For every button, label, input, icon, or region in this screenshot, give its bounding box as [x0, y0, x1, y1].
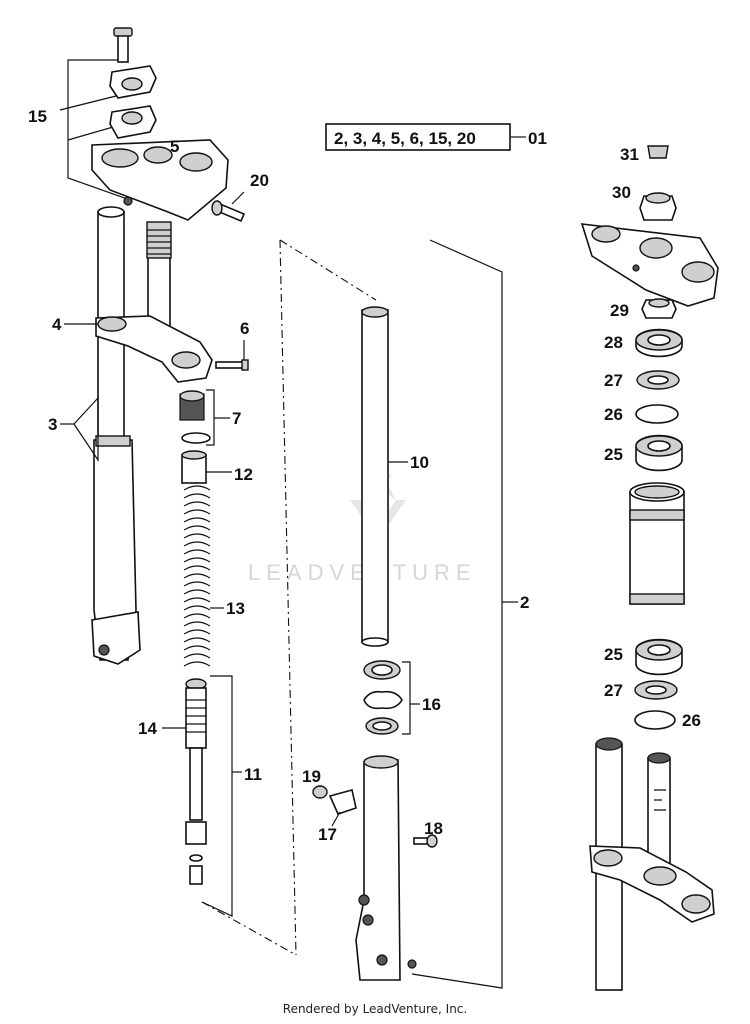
pinch-bolt-20 — [211, 200, 246, 223]
upper-triple-clamp-right — [580, 223, 719, 307]
label-13: 13 — [226, 599, 245, 618]
label-3: 3 — [48, 415, 57, 434]
kit-parts: 2, 3, 4, 5, 6, 15, 20 — [334, 129, 476, 148]
label-28: 28 — [604, 333, 623, 352]
seal-kit-16 — [363, 660, 403, 735]
kit-callout: 2, 3, 4, 5, 6, 15, 20 01 — [325, 123, 547, 151]
label-14: 14 — [138, 719, 157, 738]
label-25-lower: 25 — [604, 645, 623, 664]
washer-28 — [635, 328, 683, 358]
handlebar-clamp-upper — [109, 65, 157, 99]
bracket-11 — [201, 675, 233, 917]
outer-fork-leg — [355, 755, 417, 981]
watermark-text: LEADVENTURE — [248, 560, 477, 585]
label-18: 18 — [424, 819, 443, 838]
label-26-lower: 26 — [682, 711, 701, 730]
bolt-18 — [413, 834, 438, 848]
label-27: 27 — [604, 371, 623, 390]
footer-credit: Rendered by LeadVenture, Inc. — [282, 1002, 468, 1016]
label-20: 20 — [250, 171, 269, 190]
lower-triple-clamp-assembly — [589, 737, 715, 991]
washer-27-bottom — [634, 680, 678, 700]
oring-26 — [635, 404, 679, 424]
bracket-15 — [67, 59, 131, 201]
label-11: 11 — [244, 765, 262, 784]
pinch-bolt-6 — [215, 359, 249, 371]
label-7: 7 — [232, 409, 241, 428]
label-10: 10 — [410, 453, 429, 472]
callouts: 15 5 20 4 6 3 7 12 13 14 11 10 2 16 19 1… — [28, 107, 701, 844]
label-5: 5 — [170, 137, 179, 156]
steering-stem-tube — [629, 482, 685, 605]
handlebar-clamp-lower — [109, 105, 157, 139]
label-29: 29 — [610, 301, 629, 320]
label-2: 2 — [520, 593, 529, 612]
label-6: 6 — [240, 319, 249, 338]
label-17: 17 — [318, 825, 337, 844]
label-30: 30 — [612, 183, 631, 202]
bearing-25-bottom — [635, 638, 683, 676]
oring-26-bottom — [634, 710, 676, 730]
kit-box — [325, 123, 511, 151]
label-15: 15 — [28, 107, 47, 126]
clamp-17 — [328, 789, 357, 815]
bracket-3 — [73, 396, 99, 462]
dashed-guide-top — [279, 239, 377, 301]
label-4: 4 — [52, 315, 62, 334]
label-12: 12 — [234, 465, 253, 484]
label-26: 26 — [604, 405, 623, 424]
damper-rod — [185, 678, 207, 885]
bracket-16 — [402, 661, 411, 735]
label-31: 31 — [620, 145, 639, 164]
fork-spring — [183, 485, 211, 676]
washer-27 — [636, 370, 680, 390]
nut-30 — [639, 192, 677, 221]
nut-29 — [641, 298, 677, 319]
dashed-guide-left — [279, 239, 297, 956]
fork-assembly-left — [91, 206, 141, 665]
label-19: 19 — [302, 767, 321, 786]
handlebar-clamp-bolt — [113, 27, 133, 63]
bracket-2 — [411, 239, 503, 989]
nut-19 — [312, 785, 328, 799]
bearing-25-top — [635, 434, 683, 472]
fork-cap — [179, 390, 211, 444]
kit-number: 01 — [528, 129, 547, 148]
cap-31 — [647, 145, 669, 159]
inner-tube-10 — [361, 306, 389, 647]
label-16: 16 — [422, 695, 441, 714]
spacer-12 — [181, 450, 207, 484]
label-27-lower: 27 — [604, 681, 623, 700]
upper-triple-clamp — [91, 139, 229, 221]
label-25: 25 — [604, 445, 623, 464]
